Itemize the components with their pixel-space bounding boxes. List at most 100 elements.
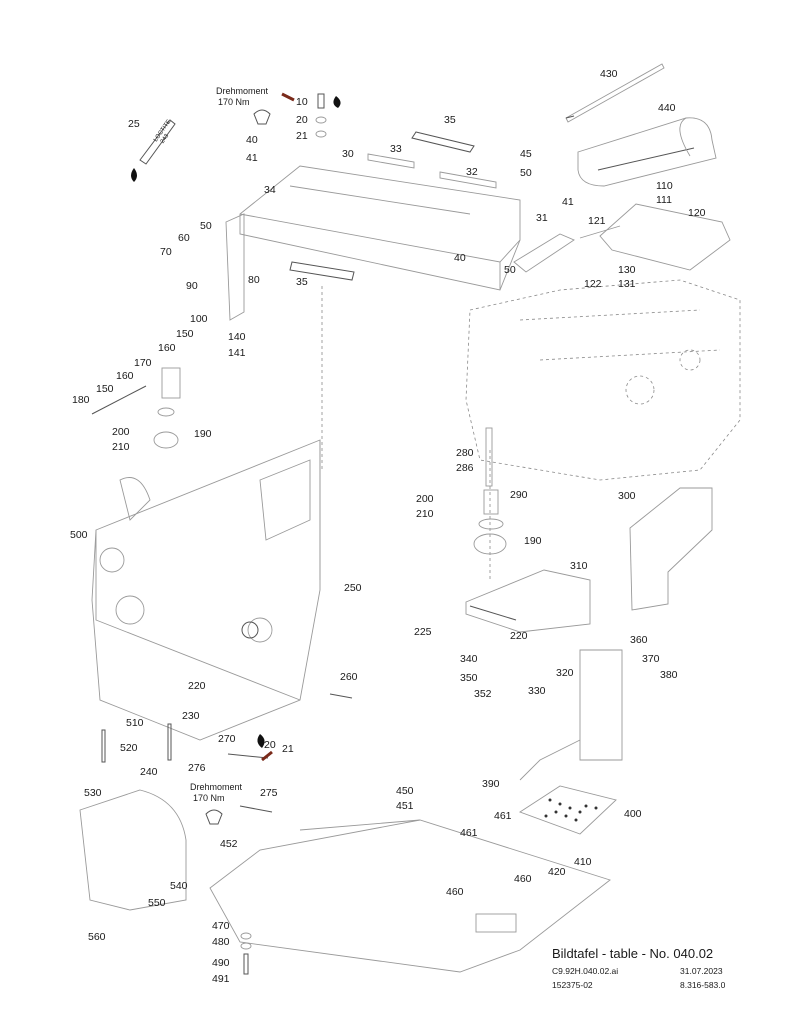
part-32-strip bbox=[439, 171, 497, 189]
position-label-280: 280 bbox=[456, 447, 474, 459]
part-30-top-frame bbox=[239, 165, 521, 291]
part-430-strap bbox=[565, 63, 665, 123]
position-label-30: 30 bbox=[342, 148, 354, 160]
torque-note-top-line2: 170 Nm bbox=[218, 97, 250, 107]
position-label-451: 451 bbox=[396, 800, 414, 812]
position-label-122: 122 bbox=[584, 278, 602, 290]
position-label-491: 491 bbox=[212, 973, 230, 985]
position-label-276: 276 bbox=[188, 762, 206, 774]
position-label-120: 120 bbox=[688, 207, 706, 219]
title-block-title: Bildtafel - table - No. 040.02 bbox=[552, 946, 714, 961]
position-label-275: 275 bbox=[260, 787, 278, 799]
part-120-plate bbox=[599, 203, 731, 271]
position-label-210b: 210 bbox=[416, 508, 434, 520]
position-label-370: 370 bbox=[642, 653, 660, 665]
position-label-141: 141 bbox=[228, 347, 246, 359]
position-label-225: 225 bbox=[414, 626, 432, 638]
position-label-121: 121 bbox=[588, 215, 606, 227]
part-35-roller-top bbox=[411, 131, 475, 153]
title-block-file: C9.92H.040.02.ai bbox=[552, 966, 619, 976]
part-440-cover bbox=[577, 117, 717, 187]
position-label-500: 500 bbox=[70, 529, 88, 541]
position-label-400: 400 bbox=[624, 808, 642, 820]
part-260-pin bbox=[329, 693, 353, 699]
position-label-480: 480 bbox=[212, 936, 230, 948]
position-label-360: 360 bbox=[630, 634, 648, 646]
position-label-352: 352 bbox=[474, 688, 492, 700]
position-label-550: 550 bbox=[148, 897, 166, 909]
part-33-strip bbox=[367, 153, 415, 169]
position-label-430: 430 bbox=[600, 68, 618, 80]
position-label-240: 240 bbox=[140, 766, 158, 778]
part-360-bracket bbox=[519, 649, 623, 781]
position-label-31: 31 bbox=[536, 212, 548, 224]
position-label-410: 410 bbox=[574, 856, 592, 868]
position-label-10: 10 bbox=[296, 96, 308, 108]
engine-phantom bbox=[465, 279, 741, 481]
position-label-130: 130 bbox=[618, 264, 636, 276]
position-label-50c: 50 bbox=[504, 264, 516, 276]
part-180-rod bbox=[91, 385, 147, 415]
position-label-40: 40 bbox=[246, 134, 258, 146]
part-121-122-bracket bbox=[513, 225, 621, 273]
position-label-290: 290 bbox=[510, 489, 528, 501]
position-label-270: 270 bbox=[218, 733, 236, 745]
position-label-210: 210 bbox=[112, 441, 130, 453]
position-label-340: 340 bbox=[460, 653, 478, 665]
position-label-510: 510 bbox=[126, 717, 144, 729]
part-25-loctite-bottle bbox=[131, 119, 176, 182]
position-label-41b: 41 bbox=[562, 196, 574, 208]
position-label-350: 350 bbox=[460, 672, 478, 684]
position-label-190b: 190 bbox=[524, 535, 542, 547]
position-label-300: 300 bbox=[618, 490, 636, 502]
position-label-310: 310 bbox=[570, 560, 588, 572]
position-label-50: 50 bbox=[520, 167, 532, 179]
part-270-pin bbox=[205, 734, 273, 825]
part-310-bracket-plate bbox=[465, 569, 591, 633]
part-80-side-bracket bbox=[225, 213, 245, 321]
position-label-320: 320 bbox=[556, 667, 574, 679]
position-label-200b: 200 bbox=[416, 493, 434, 505]
position-label-110: 110 bbox=[656, 180, 673, 192]
part-35-roller-lower bbox=[289, 261, 355, 281]
position-label-150b: 150 bbox=[96, 383, 114, 395]
position-label-32: 32 bbox=[466, 166, 478, 178]
torque-note-top-line1: Drehmoment bbox=[216, 86, 269, 96]
position-label-440: 440 bbox=[658, 102, 676, 114]
position-label-200: 200 bbox=[112, 426, 130, 438]
position-label-220b: 220 bbox=[188, 680, 206, 692]
part-190-lower-mount bbox=[473, 533, 507, 555]
position-label-286: 286 bbox=[456, 462, 474, 474]
position-label-190: 190 bbox=[194, 428, 212, 440]
part-300-bracket bbox=[629, 487, 713, 611]
position-label-520: 520 bbox=[120, 742, 138, 754]
part-170-spacer bbox=[161, 367, 181, 399]
position-label-230: 230 bbox=[182, 710, 200, 722]
position-label-170: 170 bbox=[134, 357, 152, 369]
position-label-160b: 160 bbox=[116, 370, 134, 382]
position-label-470: 470 bbox=[212, 920, 230, 932]
torque-note-bottom-line1: Drehmoment bbox=[190, 782, 243, 792]
part-400-step-grating bbox=[519, 785, 617, 835]
position-label-390: 390 bbox=[482, 778, 500, 790]
part-190-mount bbox=[153, 407, 179, 449]
position-label-420: 420 bbox=[548, 866, 566, 878]
position-label-50b: 50 bbox=[200, 220, 212, 232]
position-label-140: 140 bbox=[228, 331, 246, 343]
part-450-base-plate bbox=[209, 819, 611, 973]
position-label-111: 111 bbox=[656, 194, 672, 206]
part-250-chassis-frame bbox=[91, 439, 321, 741]
position-label-21: 21 bbox=[296, 130, 308, 142]
position-label-461: 461 bbox=[494, 810, 512, 822]
position-label-250: 250 bbox=[344, 582, 362, 594]
position-label-452: 452 bbox=[220, 838, 238, 850]
position-label-490: 490 bbox=[212, 957, 230, 969]
position-label-560: 560 bbox=[88, 931, 106, 943]
position-label-33: 33 bbox=[390, 143, 402, 155]
part-280-rod bbox=[485, 427, 493, 487]
part-490-bolt bbox=[240, 932, 252, 975]
position-label-450: 450 bbox=[396, 785, 414, 797]
position-label-40b: 40 bbox=[454, 252, 466, 264]
position-label-60: 60 bbox=[178, 232, 190, 244]
